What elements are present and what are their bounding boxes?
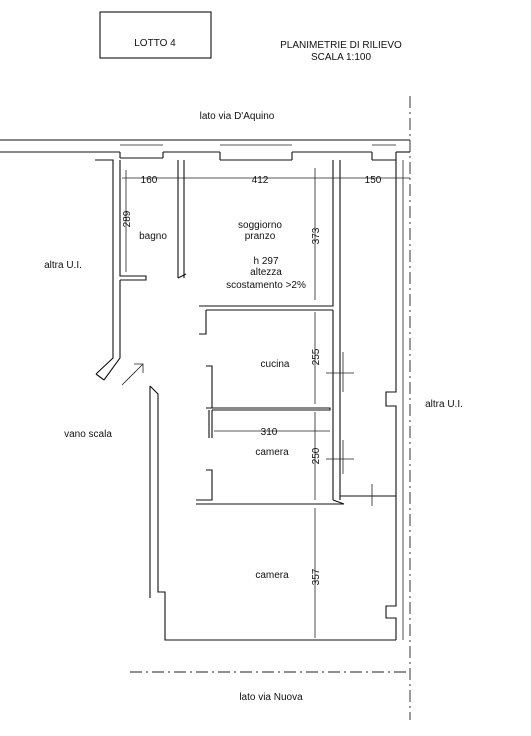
dimension-lines <box>122 168 410 638</box>
right-outer-wall <box>385 160 404 640</box>
room-height-label: altezza <box>250 267 282 278</box>
room-height-value: h 297 <box>253 256 278 267</box>
dim-top-3: 150 <box>365 175 382 186</box>
room-soggiorno: soggiorno <box>238 220 282 231</box>
plan-title: PLANIMETRIE DI RILIEVO <box>280 40 402 51</box>
plan-scale: SCALA 1:100 <box>311 52 371 63</box>
dim-top-1: 160 <box>141 175 158 186</box>
left-unit-label: altra U.I. <box>44 260 82 271</box>
bottom-side-label: lato via Nuova <box>239 692 303 703</box>
right-unit-label: altra U.I. <box>425 399 463 410</box>
room-camera-2: camera <box>255 570 289 581</box>
partition-walls <box>196 160 396 506</box>
top-side-label: lato via D'Aquino <box>200 111 275 122</box>
lot-label-box <box>99 11 212 59</box>
entry-arrow-icon <box>121 363 144 386</box>
dim-camera-width: 310 <box>261 427 278 438</box>
stair-wall <box>149 385 396 641</box>
stair-label: vano scala <box>64 429 112 440</box>
dim-cucina-height: 255 <box>311 348 322 365</box>
room-height-note: scostamento >2% <box>226 280 306 291</box>
room-pranzo: pranzo <box>245 231 276 242</box>
room-bagno: bagno <box>139 231 167 242</box>
dim-top-2: 412 <box>252 175 269 186</box>
room-camera-1: camera <box>255 447 289 458</box>
top-facade-wall <box>0 139 410 161</box>
lot-label: LOTTO 4 <box>134 38 176 49</box>
dim-soggiorno-height: 373 <box>311 227 322 244</box>
dim-camera1-height: 250 <box>311 447 322 464</box>
left-walls <box>95 159 187 381</box>
room-cucina: cucina <box>261 359 290 370</box>
dim-camera2-height: 357 <box>311 568 322 585</box>
dim-bagno-height: 289 <box>122 210 133 227</box>
